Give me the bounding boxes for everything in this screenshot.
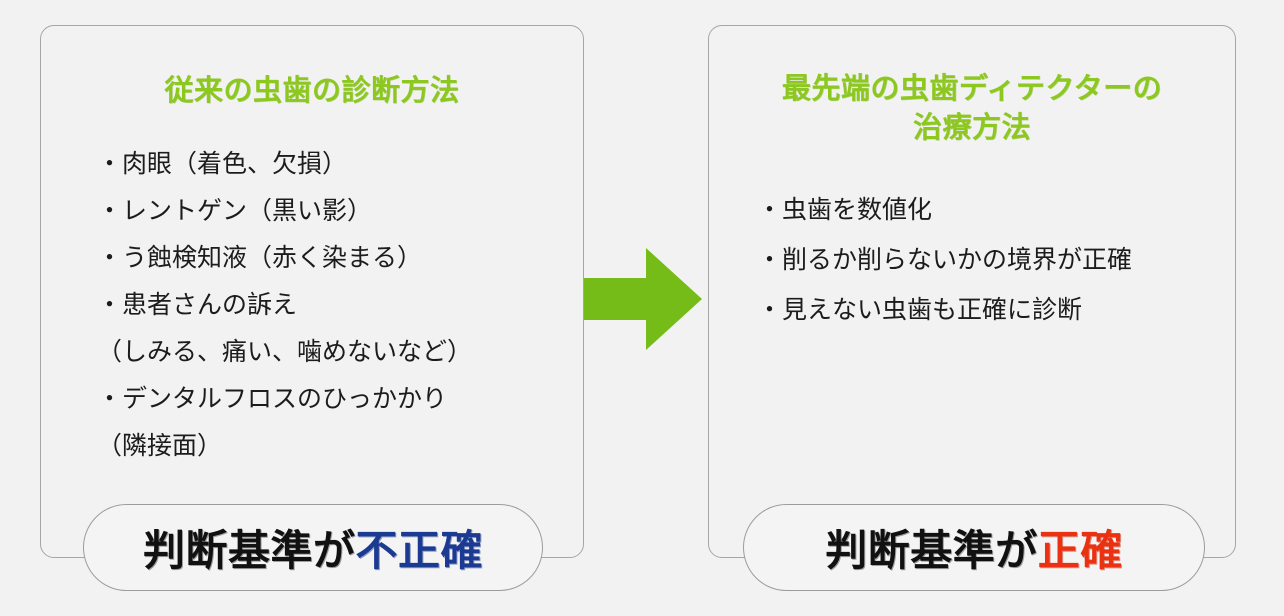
- list-item: ・レントゲン（黒い影）: [97, 197, 373, 225]
- right-conclusion-lead: 判断基準が: [825, 527, 1038, 574]
- list-item: （しみる、痛い、噛めないなど）: [97, 338, 473, 366]
- right-panel-title-line-1: 最先端の虫歯ディテクターの: [781, 73, 1163, 105]
- list-item: （隣接面）: [97, 432, 223, 460]
- left-panel: 従来の虫歯の診断方法 ・肉眼（着色、欠損） ・レントゲン（黒い影） ・う蝕検知液…: [40, 25, 584, 558]
- left-conclusion-accent: 不正確: [355, 527, 484, 574]
- list-item: ・虫歯を数値化: [757, 196, 933, 224]
- list-item: ・削るか削らないかの境界が正確: [757, 246, 1133, 274]
- arrow-right-icon: [584, 248, 702, 350]
- right-panel-title: 最先端の虫歯ディテクターの 治療方法: [709, 70, 1235, 148]
- right-panel-bullet-list: ・虫歯を数値化 ・削るか削らないかの境界が正確 ・見えない虫歯も正確に診断: [757, 198, 1217, 348]
- right-conclusion-badge: 判断基準が正確: [743, 504, 1205, 591]
- right-panel: 最先端の虫歯ディテクターの 治療方法 ・虫歯を数値化 ・削るか削らないかの境界が…: [708, 25, 1236, 558]
- right-conclusion-accent: 正確: [1037, 527, 1123, 574]
- list-item: ・患者さんの訴え: [97, 291, 298, 319]
- right-panel-title-line-2: 治療方法: [912, 112, 1031, 145]
- list-item: ・見えない虫歯も正確に診断: [757, 296, 1083, 324]
- list-item: ・肉眼（着色、欠損）: [97, 150, 348, 178]
- list-item: ・デンタルフロスのひっかかり: [97, 385, 448, 413]
- left-conclusion-lead: 判断基準が: [142, 527, 356, 574]
- left-panel-title: 従来の虫歯の診断方法: [164, 75, 460, 107]
- left-conclusion-badge: 判断基準が不正確: [83, 504, 543, 591]
- list-item: ・う蝕検知液（赤く染まる）: [97, 244, 423, 272]
- left-panel-bullet-list: ・肉眼（着色、欠損） ・レントゲン（黒い影） ・う蝕検知液（赤く染まる） ・患者…: [97, 152, 565, 481]
